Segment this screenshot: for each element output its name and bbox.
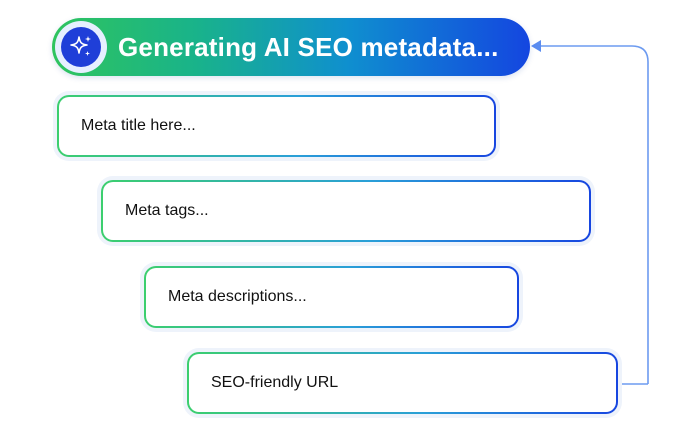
connector-trunk	[540, 45, 649, 384]
meta-title-field: Meta title here...	[57, 95, 496, 157]
arrow-head-icon	[531, 40, 541, 52]
meta-tags-label: Meta tags...	[125, 202, 209, 219]
meta-descriptions-label: Meta descriptions...	[168, 288, 307, 305]
meta-descriptions-field: Meta descriptions...	[144, 266, 519, 328]
seo-url-label: SEO-friendly URL	[211, 374, 339, 391]
meta-title-label: Meta title here...	[81, 117, 196, 134]
header-icon-badge	[55, 21, 107, 73]
sparkles-icon	[70, 36, 91, 56]
banner-title: Generating AI SEO metadata...	[118, 32, 499, 62]
generating-banner: Generating AI SEO metadata...	[52, 18, 530, 76]
meta-tags-field: Meta tags...	[101, 180, 591, 242]
seo-url-field: SEO-friendly URL	[187, 352, 618, 414]
